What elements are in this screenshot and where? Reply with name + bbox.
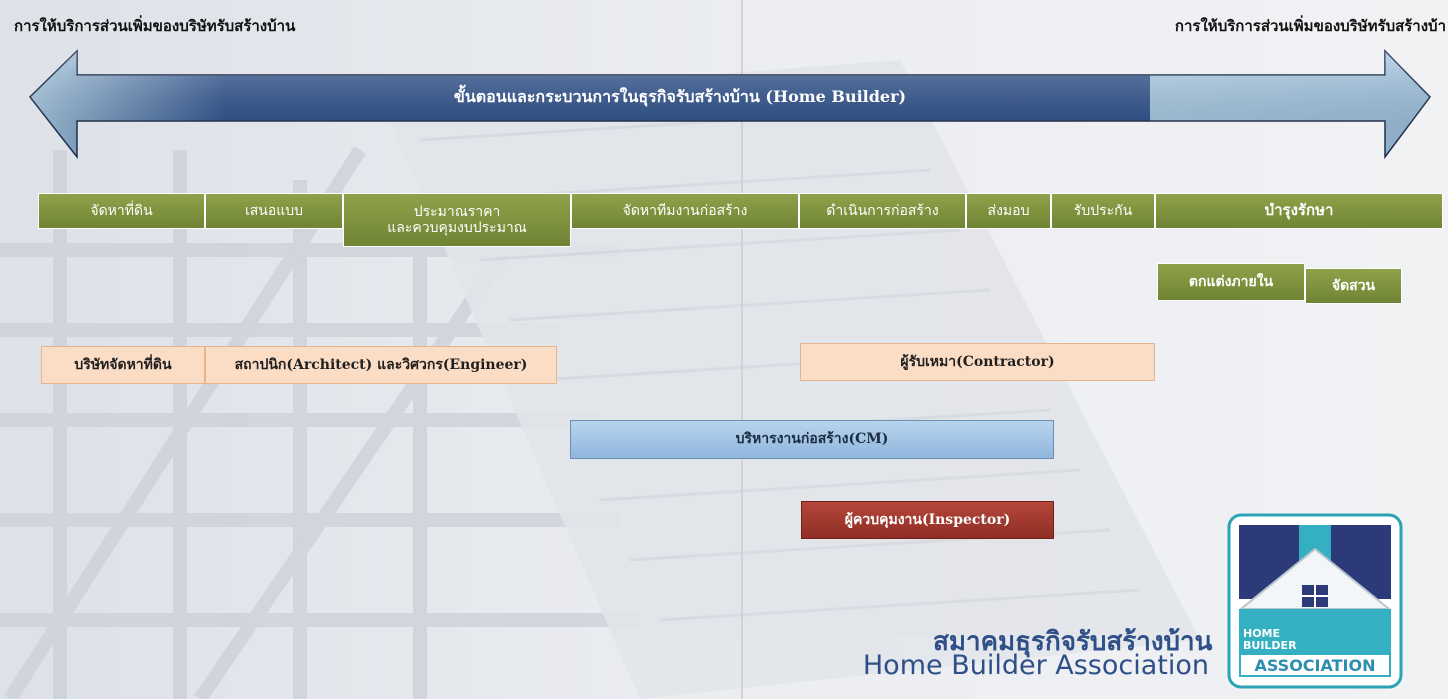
association-name-thai: สมาคมธุรกิจรับสร้างบ้าน [933,627,1213,657]
association-logo: HOME BUILDER ASSOCIATION [1227,513,1403,689]
step-handover: ส่งมอบ [966,193,1051,229]
step-design-proposal: เสนอแบบ [205,193,343,229]
step-cost-estimate: ประมาณราคา และควบคุมงบประมาณ [343,193,571,247]
association-name-english: Home Builder Association [862,650,1209,681]
provider-inspector: ผู้ควบคุมงาน(Inspector) [801,501,1054,539]
logo-line-association: ASSOCIATION [1254,656,1375,675]
step-land-acquisition: จัดหาที่ดิน [38,193,205,229]
step-maintenance: บำรุงรักษา [1155,193,1443,229]
provider-architect-engineer: สถาปนิก(Architect) และวิศวกร(Engineer) [205,346,557,384]
addon-gardening: จัดสวน [1305,268,1402,304]
provider-land-company: บริษัทจัดหาที่ดิน [41,346,205,384]
step-construction-team: จัดหาทีมงานก่อสร้าง [571,193,799,229]
provider-contractor: ผู้รับเหมา(Contractor) [800,343,1155,381]
logo-line-home: HOME [1243,627,1280,640]
right-corner-label: การให้บริการส่วนเพิ่มของบริษัทรับสร้างบ้… [1174,17,1446,35]
step-construction: ดำเนินการก่อสร้าง [799,193,966,229]
arrow-label: ขั้นตอนและกระบวนการในธุรกิจรับสร้างบ้าน … [453,86,907,106]
logo-line-builder: BUILDER [1243,639,1297,652]
left-corner-label: การให้บริการส่วนเพิ่มของบริษัทรับสร้างบ้… [14,17,296,35]
provider-construction-management: บริหารงานก่อสร้าง(CM) [570,420,1054,459]
step-warranty: รับประกัน [1051,193,1155,229]
addon-interior-decoration: ตกแต่งภายใน [1157,263,1305,301]
